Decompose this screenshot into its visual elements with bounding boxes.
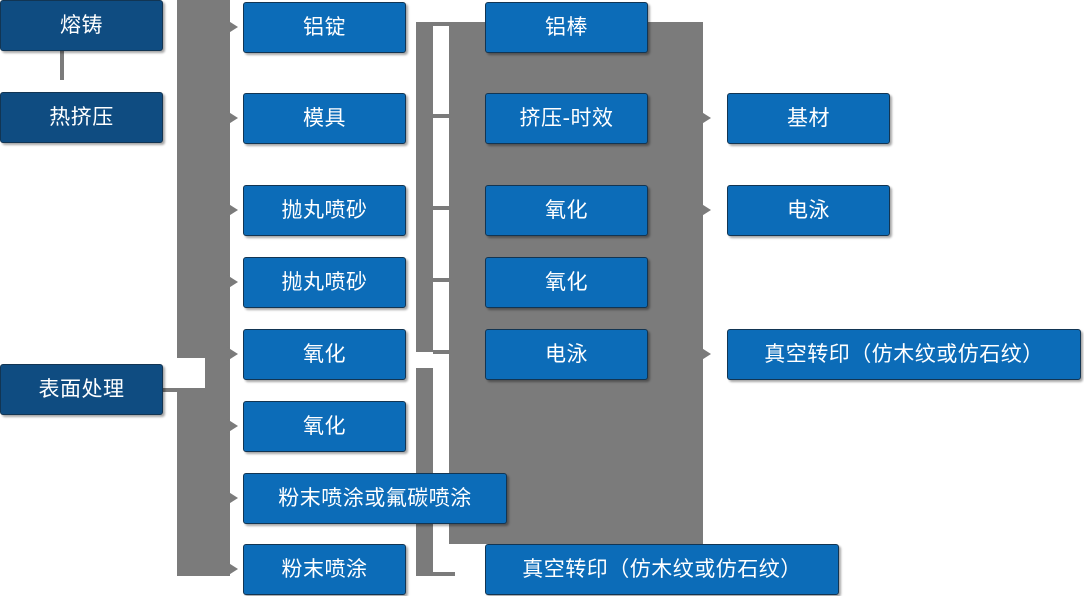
node-powder-or-pvdf[interactable]: 粉末喷涂或氟碳喷涂: [243, 473, 507, 524]
label-oxidation-c3-1: 氧化: [545, 197, 588, 222]
stage-box-hot-extrusion[interactable]: 热挤压: [0, 92, 163, 143]
tie-aluminum-bar: [433, 22, 455, 26]
arrow-to-oxidation-c2-1: [227, 347, 238, 361]
node-base-material[interactable]: 基材: [727, 93, 890, 144]
node-shotblast-1[interactable]: 抛丸喷砂: [243, 185, 406, 236]
node-vacuum-transfer-c3[interactable]: 真空转印（仿木纹或仿石纹）: [485, 544, 839, 595]
stage-label-hot-extrusion: 热挤压: [49, 104, 114, 129]
node-electrophoresis-c4[interactable]: 电泳: [727, 185, 890, 236]
label-mould: 模具: [303, 105, 346, 130]
node-oxidation-c2-1[interactable]: 氧化: [243, 329, 406, 380]
label-base-material: 基材: [787, 105, 830, 130]
label-shotblast-1: 抛丸喷砂: [281, 197, 368, 222]
label-oxidation-c3-2: 氧化: [545, 269, 588, 294]
node-electrophoresis-c3[interactable]: 电泳: [485, 329, 648, 380]
tie-oxidation-c3-2: [433, 278, 455, 282]
label-vacuum-transfer-c3: 真空转印（仿木纹或仿石纹）: [522, 556, 802, 581]
middle-narrow-bar-lower: [416, 368, 433, 576]
label-oxidation-c2-2: 氧化: [303, 413, 346, 438]
label-vacuum-transfer-c4: 真空转印（仿木纹或仿石纹）: [764, 341, 1044, 366]
node-extrusion-aging[interactable]: 挤压-时效: [485, 93, 648, 144]
label-powder-coating: 粉末喷涂: [281, 556, 368, 581]
label-extrusion-aging: 挤压-时效: [519, 105, 614, 130]
stage-label-surface-treatment: 表面处理: [38, 376, 125, 401]
tie-electrophoresis-c3: [433, 350, 455, 354]
node-vacuum-transfer-c4[interactable]: 真空转印（仿木纹或仿石纹）: [727, 329, 1081, 380]
tie-extrusion-aging: [433, 114, 455, 118]
node-aluminum-bar[interactable]: 铝棒: [485, 2, 648, 53]
stage-box-melting[interactable]: 熔铸: [0, 0, 163, 51]
node-oxidation-c2-2[interactable]: 氧化: [243, 401, 406, 452]
node-oxidation-c3-2[interactable]: 氧化: [485, 257, 648, 308]
arrow-to-electrophoresis-c4: [700, 203, 711, 217]
node-powder-coating[interactable]: 粉末喷涂: [243, 544, 406, 595]
arrow-to-vacuum-transfer-c4: [700, 347, 711, 361]
arrow-to-base-material: [700, 111, 711, 125]
label-powder-or-pvdf: 粉末喷涂或氟碳喷涂: [278, 485, 472, 510]
arrow-to-shotblast-2: [227, 275, 238, 289]
stage-box-surface-treatment[interactable]: 表面处理: [0, 364, 163, 415]
label-electrophoresis-c3: 电泳: [545, 341, 588, 366]
label-oxidation-c2-1: 氧化: [303, 341, 346, 366]
tie-vacuum-transfer-c3: [433, 572, 455, 576]
label-shotblast-2: 抛丸喷砂: [281, 269, 368, 294]
melting-stage-link: [60, 50, 64, 80]
label-aluminum-bar: 铝棒: [545, 14, 588, 39]
node-shotblast-2[interactable]: 抛丸喷砂: [243, 257, 406, 308]
arrow-to-aluminum-ingot: [227, 20, 238, 34]
middle-narrow-bar-upper: [416, 22, 433, 352]
left-trunk-lower: [177, 388, 230, 576]
arrow-to-mould: [227, 111, 238, 125]
tie-oxidation-c3-1: [433, 206, 455, 210]
label-aluminum-ingot: 铝锭: [303, 14, 346, 39]
node-mould[interactable]: 模具: [243, 93, 406, 144]
node-aluminum-ingot[interactable]: 铝锭: [243, 2, 406, 53]
arrow-to-powder-coating: [227, 562, 238, 576]
arrow-to-powder-or-pvdf: [227, 491, 238, 505]
node-oxidation-c3-1[interactable]: 氧化: [485, 185, 648, 236]
arrow-to-shotblast-1: [227, 203, 238, 217]
label-electrophoresis-c4: 电泳: [787, 197, 830, 222]
arrow-to-oxidation-c2-2: [227, 419, 238, 433]
stage-label-melting: 熔铸: [60, 12, 103, 37]
